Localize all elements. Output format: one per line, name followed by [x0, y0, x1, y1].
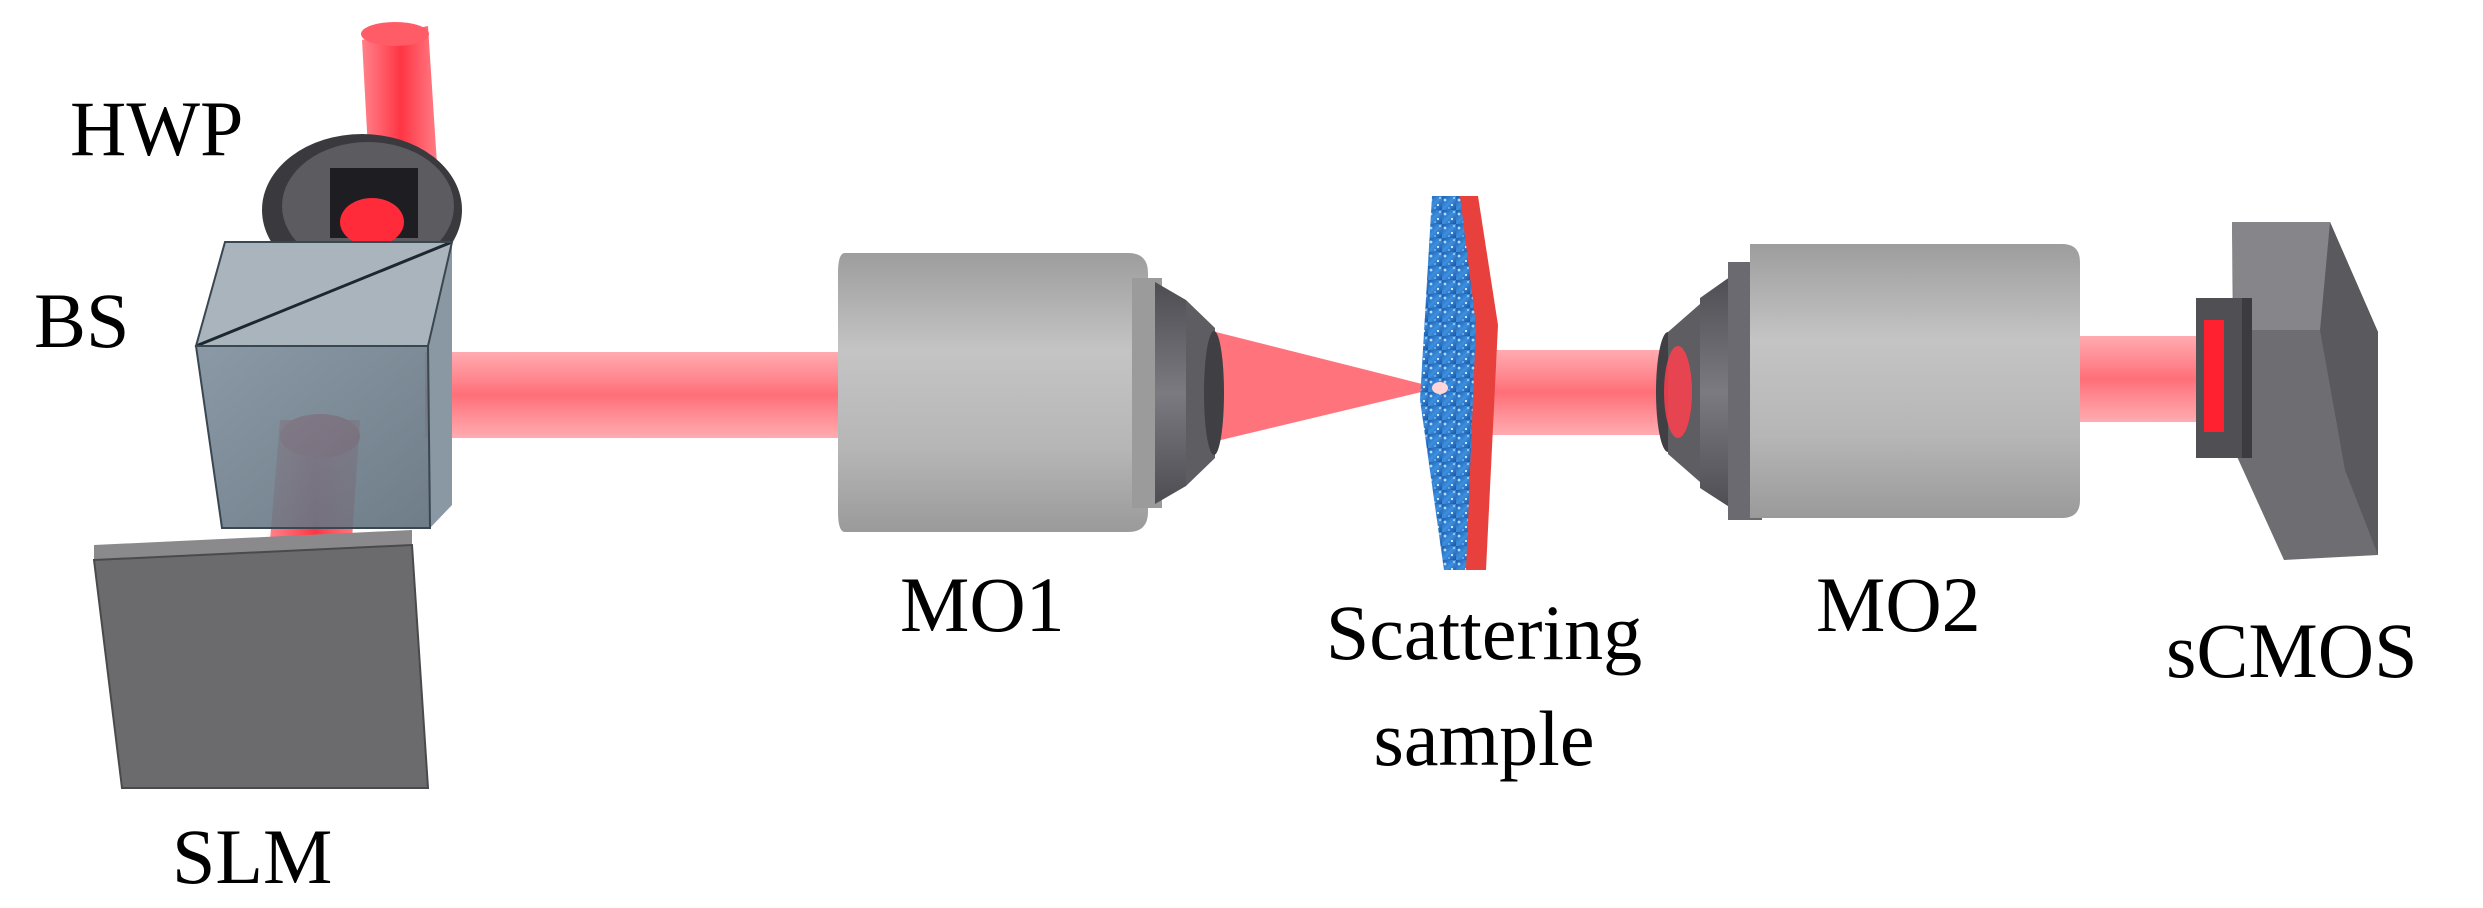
mo1-objective	[838, 253, 1224, 532]
label-mo1: MO1	[900, 561, 1065, 648]
label-scmos: sCMOS	[2166, 607, 2418, 694]
scattering-sample	[1420, 196, 1498, 570]
label-mo2: MO2	[1816, 561, 1981, 648]
scmos-camera	[2196, 222, 2378, 560]
beam-focus-cone	[1200, 328, 1438, 445]
beam-mo2-to-camera	[2080, 336, 2210, 422]
beam-bs-to-mo1	[425, 352, 855, 438]
mo2-objective	[1656, 244, 2080, 520]
bs-cube	[194, 240, 454, 529]
beam-sample-to-mo2	[1486, 350, 1682, 435]
label-hwp: HWP	[70, 85, 244, 172]
label-scattering-sample-line1: Scattering	[1325, 589, 1643, 676]
slm-panel	[92, 530, 430, 789]
label-slm: SLM	[172, 813, 333, 900]
beam-input-top	[361, 22, 429, 46]
label-scattering-sample-line2: sample	[1373, 695, 1595, 782]
label-bs: BS	[34, 277, 130, 364]
